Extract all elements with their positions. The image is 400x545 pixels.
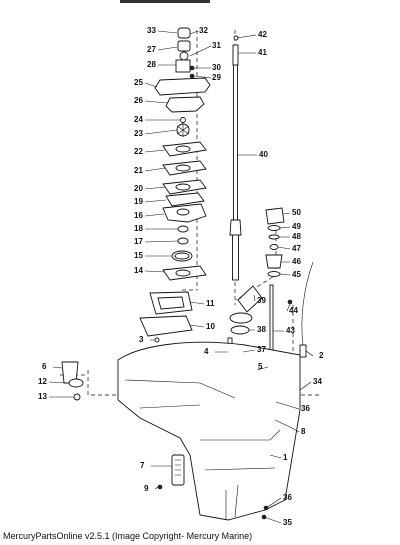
callout: 37 (257, 345, 266, 354)
callout: 29 (212, 73, 221, 82)
callout-leaders (48, 30, 314, 524)
callout: 15 (134, 251, 143, 260)
callout: 41 (258, 48, 267, 57)
callout: 8 (301, 427, 306, 436)
callout: 33 (147, 26, 156, 35)
callout: 19 (134, 197, 143, 206)
callout: 34 (313, 377, 322, 386)
speedo-tube (299, 261, 314, 358)
callout: 47 (292, 244, 301, 253)
callout: 43 (286, 326, 295, 335)
callout: 39 (257, 296, 266, 305)
callout: 3 (139, 335, 144, 344)
callout: 16 (134, 211, 143, 220)
callout: 11 (206, 299, 215, 308)
callout: 12 (38, 377, 47, 386)
callout: 14 (134, 266, 143, 275)
callout: 36 (283, 493, 292, 502)
callout: 46 (292, 257, 301, 266)
callout: 1 (283, 453, 288, 462)
drive-shaft (229, 35, 242, 281)
callout: 9 (144, 484, 149, 493)
callout: 24 (134, 115, 143, 124)
callout: 40 (259, 150, 268, 159)
callout: 22 (134, 147, 143, 156)
callout: 38 (257, 325, 266, 334)
callout: 27 (147, 45, 156, 54)
callout: 18 (134, 224, 143, 233)
callout: 6 (42, 362, 47, 371)
callout: 20 (134, 184, 143, 193)
callout: 23 (134, 129, 143, 138)
callout: 32 (199, 26, 208, 35)
copyright-caption: MercuryPartsOnline v2.5.1 (Image Copyrig… (3, 531, 253, 541)
water-pump-assembly (154, 27, 211, 281)
callout: 45 (292, 270, 301, 279)
callout: 35 (283, 518, 292, 527)
callout: 25 (134, 78, 143, 87)
callout: 30 (212, 63, 221, 72)
callout-labels: 33 32 27 31 42 28 30 41 29 25 26 24 23 2… (38, 26, 324, 527)
callout: 13 (38, 392, 47, 401)
header-remnant (120, 0, 210, 3)
impeller (176, 123, 190, 137)
callout: 5 (258, 362, 263, 371)
callout: 50 (292, 208, 301, 217)
callout: 26 (134, 96, 143, 105)
gear-housing (117, 341, 301, 521)
callout: 10 (206, 322, 215, 331)
callout: 49 (292, 222, 301, 231)
callout: 2 (319, 351, 324, 360)
callout: 48 (292, 232, 301, 241)
callout: 21 (134, 166, 143, 175)
callout: 4 (204, 347, 209, 356)
callout: 28 (147, 60, 156, 69)
callout: 31 (212, 41, 221, 50)
callout: 44 (289, 306, 298, 315)
callout: 42 (258, 30, 267, 39)
callout: 36 (301, 404, 310, 413)
callout: 17 (134, 237, 143, 246)
callout: 7 (140, 461, 145, 470)
